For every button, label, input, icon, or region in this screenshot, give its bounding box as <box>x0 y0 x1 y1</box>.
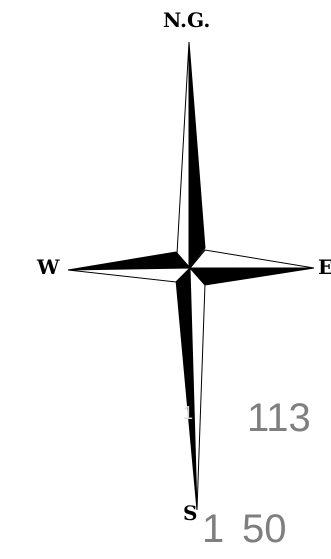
east-label: E <box>318 257 331 277</box>
faint-mark: 1 <box>183 404 189 420</box>
overlay-number-50: 50 <box>242 509 287 549</box>
west-label: W <box>37 257 59 277</box>
overlay-number-113: 113 <box>247 398 311 438</box>
east-arm-upper <box>190 250 314 268</box>
north-arm-left <box>177 42 189 268</box>
overlay-number-1: 1 <box>202 509 224 549</box>
north-arm-right <box>189 42 205 268</box>
west-arm-lower <box>68 268 190 282</box>
east-arm-lower <box>190 268 314 285</box>
west-arm-upper <box>68 252 190 270</box>
south-label: S <box>183 503 197 523</box>
north-label: N.G. <box>163 10 210 30</box>
